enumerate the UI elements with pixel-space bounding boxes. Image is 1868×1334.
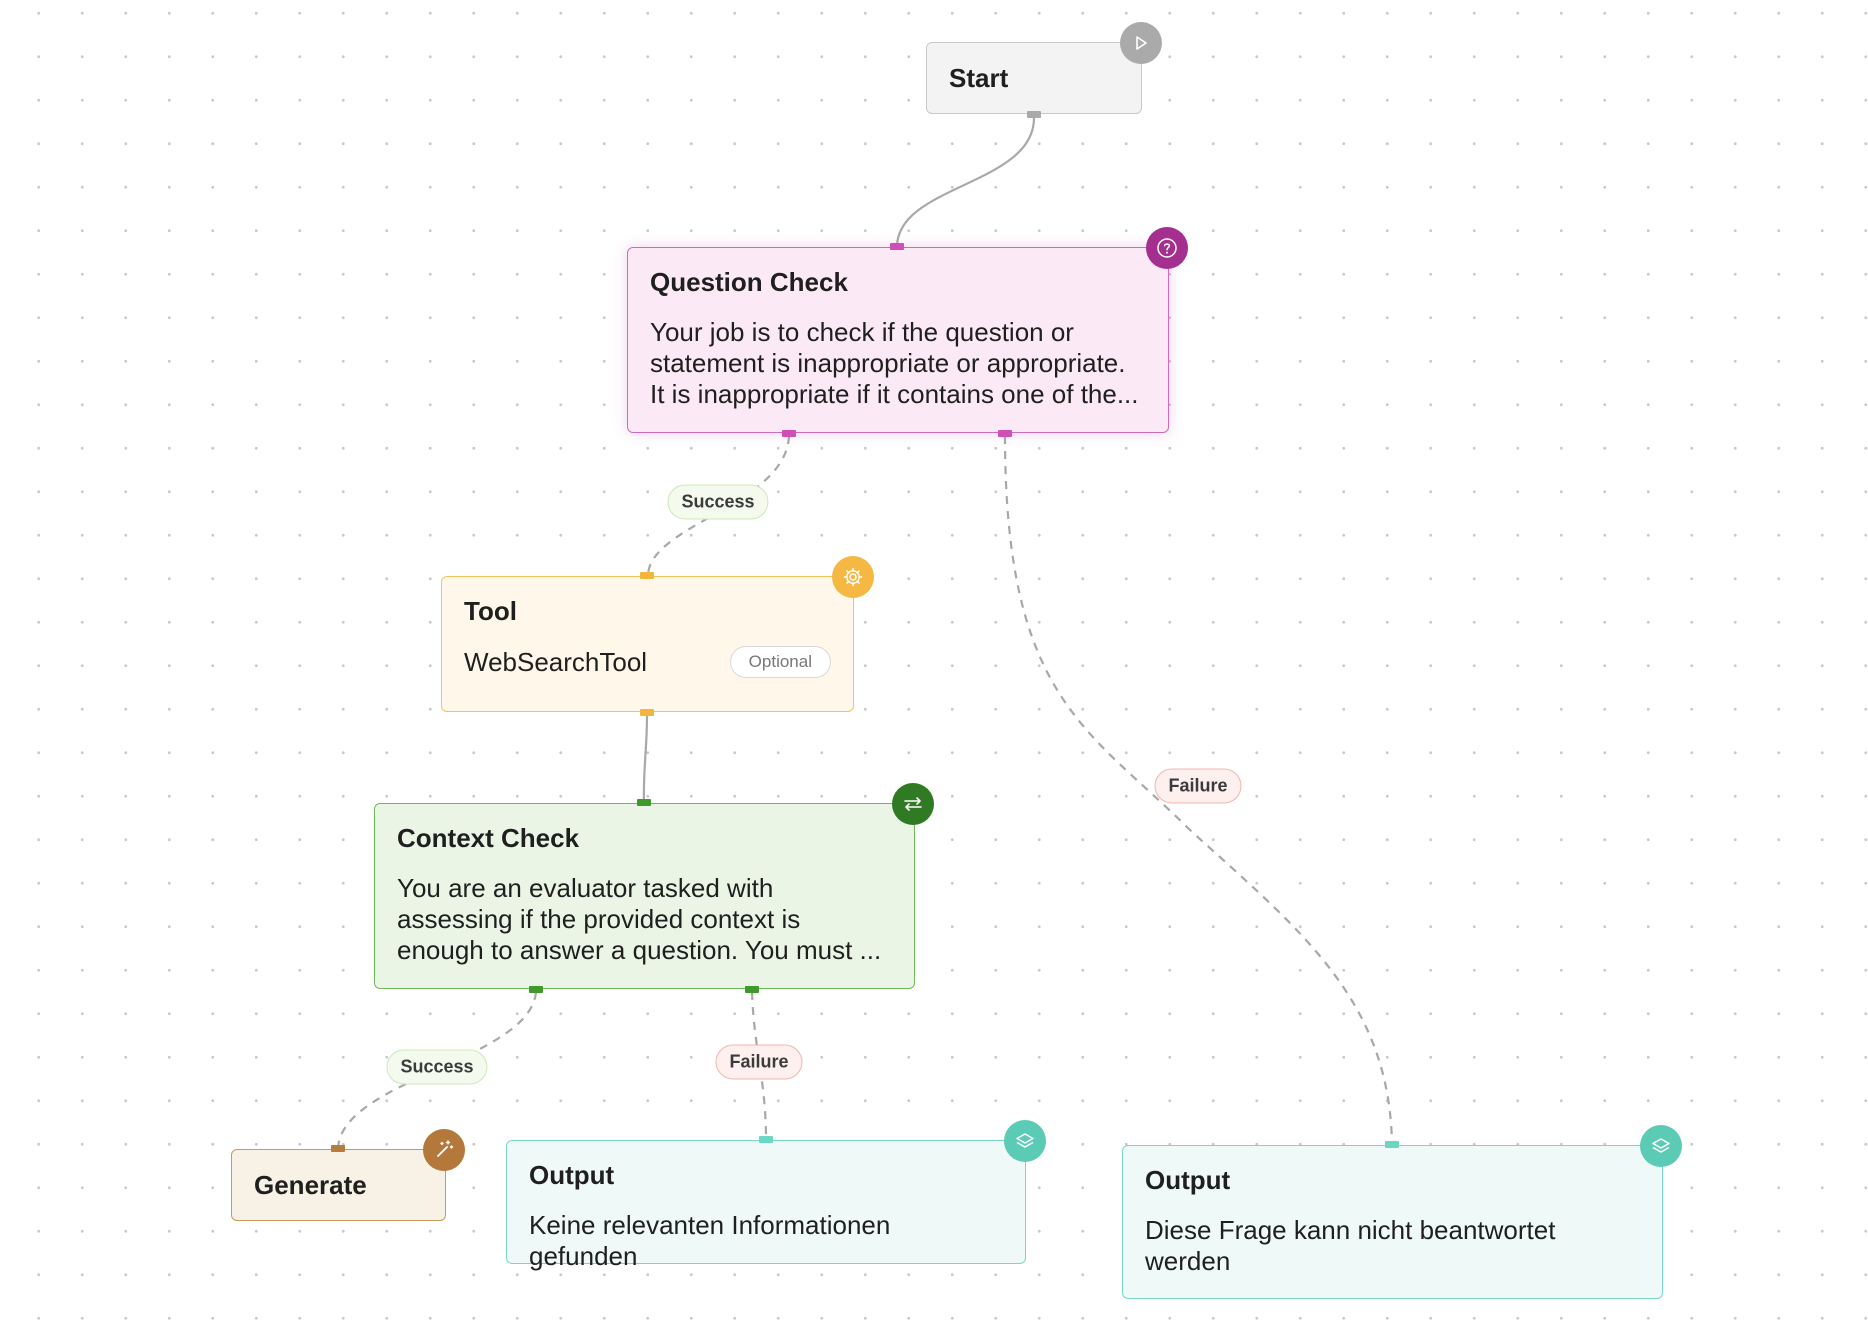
tool-input-handle[interactable] bbox=[640, 572, 654, 579]
context-check-input-handle[interactable] bbox=[637, 799, 651, 806]
context-check-line: assessing if the provided context is bbox=[397, 904, 801, 934]
output-title: Output bbox=[1145, 1165, 1231, 1195]
tool-title: Tool bbox=[464, 596, 517, 626]
output-description: Keine relevanten Informationen gefunden bbox=[529, 1210, 1003, 1272]
edge-label-failure[interactable]: Failure bbox=[1154, 768, 1242, 804]
start-output-handle[interactable] bbox=[1027, 111, 1041, 118]
edge-tool-to-context bbox=[642, 714, 649, 804]
play-icon bbox=[1120, 22, 1162, 64]
context-check-success-handle[interactable] bbox=[529, 986, 543, 993]
context-check-line: You are an evaluator tasked with bbox=[397, 873, 774, 903]
output-title: Output bbox=[529, 1160, 615, 1190]
output-line: Keine relevanten Informationen gefunden bbox=[529, 1210, 891, 1271]
generate-node[interactable]: Generate bbox=[231, 1149, 446, 1221]
layers-icon bbox=[1004, 1120, 1046, 1162]
output-cannot-answer-input-handle[interactable] bbox=[1385, 1141, 1399, 1148]
question-check-input-handle[interactable] bbox=[890, 243, 904, 250]
question-check-node[interactable]: Question Check Your job is to check if t… bbox=[627, 247, 1169, 433]
question-check-success-handle[interactable] bbox=[782, 430, 796, 437]
edge-question-failure bbox=[1003, 435, 1394, 1146]
question-check-line: statement is inappropriate or appropriat… bbox=[650, 348, 1126, 378]
loop-icon bbox=[892, 783, 934, 825]
context-check-title: Context Check bbox=[397, 823, 580, 853]
edge-label-success[interactable]: Success bbox=[667, 484, 769, 520]
start-node-title: Start bbox=[949, 63, 1009, 93]
start-node[interactable]: Start bbox=[926, 42, 1142, 114]
tool-output-handle[interactable] bbox=[640, 709, 654, 716]
question-check-line: Your job is to check if the question or bbox=[650, 317, 1074, 347]
edge-context-failure bbox=[750, 991, 768, 1141]
gear-icon bbox=[832, 556, 874, 598]
context-check-description: You are an evaluator tasked with assessi… bbox=[397, 873, 892, 966]
context-check-node[interactable]: Context Check You are an evaluator taske… bbox=[374, 803, 915, 989]
output-no-info-input-handle[interactable] bbox=[759, 1136, 773, 1143]
edge-start-to-question bbox=[895, 117, 1036, 248]
question-check-title: Question Check bbox=[650, 267, 848, 297]
generate-title: Generate bbox=[254, 1170, 367, 1200]
output-node-cannot-answer[interactable]: Output Diese Frage kann nicht beantworte… bbox=[1122, 1145, 1663, 1299]
optional-badge: Optional bbox=[729, 646, 831, 678]
edge-label-success[interactable]: Success bbox=[386, 1049, 488, 1085]
context-check-line: enough to answer a question. You must ..… bbox=[397, 935, 882, 965]
magic-wand-icon bbox=[423, 1129, 465, 1171]
output-node-no-info[interactable]: Output Keine relevanten Informationen ge… bbox=[506, 1140, 1026, 1271]
output-line: werden bbox=[1145, 1246, 1231, 1276]
question-check-line: It is inappropriate if it contains one o… bbox=[650, 379, 1139, 409]
layers-icon bbox=[1640, 1125, 1682, 1167]
question-check-failure-handle[interactable] bbox=[998, 430, 1012, 437]
tool-value: WebSearchTool bbox=[464, 646, 648, 677]
edge-label-failure[interactable]: Failure bbox=[715, 1044, 803, 1080]
question-check-description: Your job is to check if the question or … bbox=[650, 317, 1146, 410]
tool-node[interactable]: Tool WebSearchTool Optional bbox=[441, 576, 854, 712]
output-description: Diese Frage kann nicht beantwortet werde… bbox=[1145, 1215, 1640, 1277]
output-line: Diese Frage kann nicht beantwortet bbox=[1145, 1215, 1556, 1245]
generate-input-handle[interactable] bbox=[331, 1145, 345, 1152]
question-icon bbox=[1146, 227, 1188, 269]
context-check-failure-handle[interactable] bbox=[745, 986, 759, 993]
